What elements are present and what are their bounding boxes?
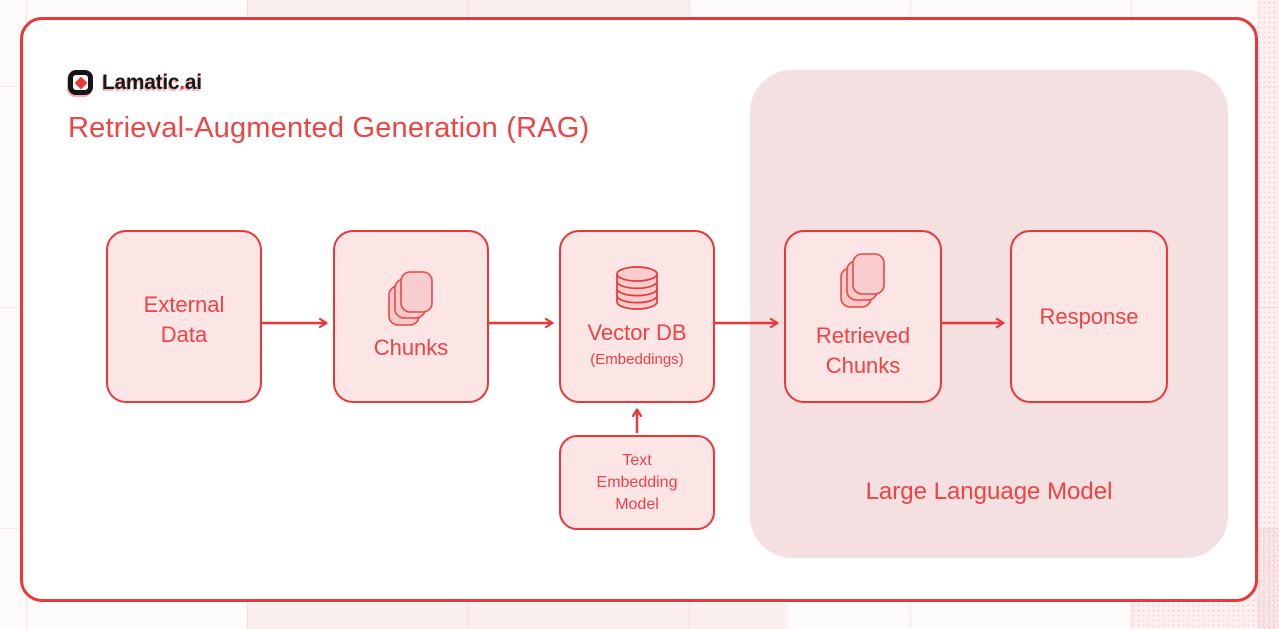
diagram-card: Lamatic.ai Retrieval-Augmented Generatio… [20,17,1258,602]
node-label: Text [622,451,652,469]
node-sublabel: (Embeddings) [590,350,684,368]
node-external-data: External Data [106,230,262,403]
node-vector-db: Vector DB (Embeddings) [559,230,715,403]
node-response: Response [1010,230,1168,403]
node-text-embedding-model: Text Embedding Model [559,435,715,530]
node-label: Model [615,495,659,513]
node-label: Embedding [596,473,678,491]
node-label: Response [1039,303,1139,329]
node-retrieved-chunks: Retrieved Chunks [784,230,942,403]
stacked-cards-icon [388,270,433,326]
database-icon [616,265,658,310]
node-chunks: Chunks [333,230,489,403]
brand-suffix: ai [184,70,202,94]
brand-dot: . [179,70,185,94]
lamatic-diamond-icon [68,70,93,95]
node-label: Chunks [825,352,901,378]
page-title: Retrieval-Augmented Generation (RAG) [68,112,590,144]
node-label: Retrieved [815,322,911,348]
node-label: External [143,291,225,317]
stacked-cards-icon [840,252,885,308]
node-label: Vector DB [587,319,687,345]
brand-name: Lamatic.ai [102,70,202,94]
node-label: Data [160,321,208,347]
brand-logo: Lamatic.ai [68,70,202,95]
node-label: Chunks [373,334,449,360]
llm-container-label: Large Language Model [865,478,1113,505]
